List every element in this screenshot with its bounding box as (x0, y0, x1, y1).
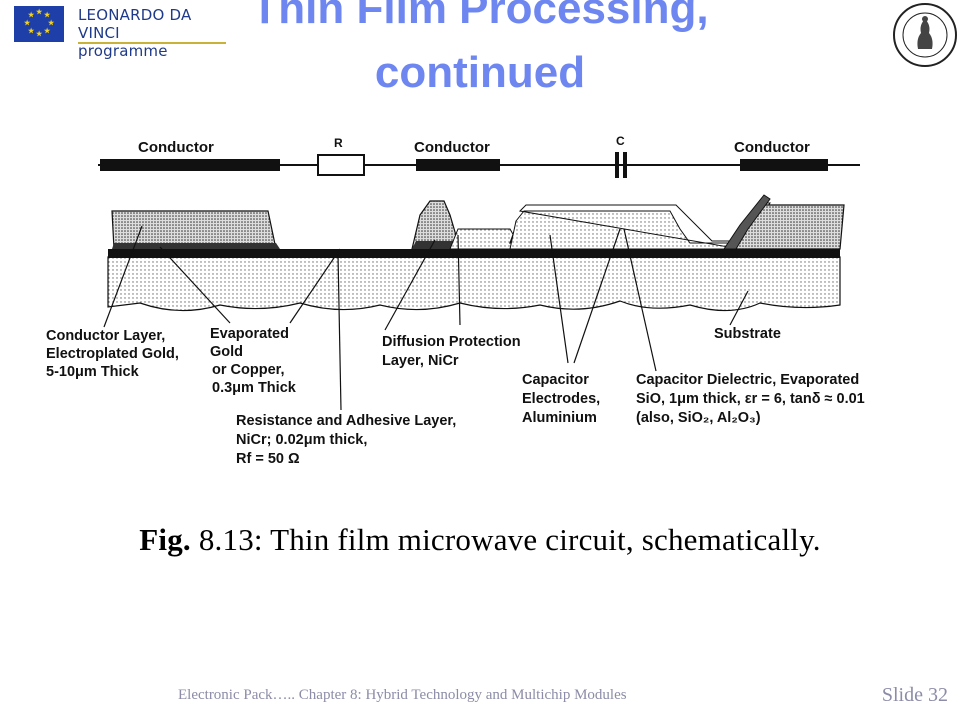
callout-evaporated-1: Evaporated (210, 326, 289, 342)
callout-resistance-2: NiCr; 0.02μm thick, (236, 432, 367, 448)
callout-cap-electrodes-1: Capacitor (522, 372, 589, 388)
callout-evaporated-2: Gold (210, 344, 243, 360)
resistor-symbol (317, 154, 365, 176)
svg-text:★: ★ (24, 19, 31, 27)
left-evaporated-layer (112, 243, 280, 249)
conductor-label-right: Conductor (734, 139, 810, 156)
eu-flag-icon: ★ ★ ★ ★ ★ ★ ★ ★ (14, 6, 64, 42)
callout-cap-dielectric-2: SiO, 1μm thick, εr = 6, tanδ ≈ 0.01 (636, 391, 865, 407)
figure-caption: Fig. 8.13: Thin film microwave circuit, … (0, 522, 960, 558)
slide-number: Slide 32 (881, 684, 948, 706)
svg-text:★: ★ (48, 19, 55, 27)
svg-text:★: ★ (28, 11, 35, 19)
logo-line1: LEONARDO DA VINCI (78, 6, 192, 42)
conductor-label-middle: Conductor (414, 139, 490, 156)
circuit-schematic: Conductor R Conductor C Conductor (98, 134, 860, 178)
substrate (107, 256, 841, 312)
callout-diffusion-1: Diffusion Protection (382, 334, 521, 350)
caption-prefix: Fig. (139, 522, 191, 557)
thin-film-diagram: Conductor R Conductor C Conductor (46, 134, 865, 467)
svg-text:★: ★ (36, 8, 43, 16)
callouts: Conductor Layer, Electroplated Gold, 5-1… (46, 326, 865, 467)
slide-title-line2: continued (374, 48, 586, 97)
callout-conductor-layer-2: Electroplated Gold, (46, 346, 179, 362)
callout-cap-dielectric-3: (also, SiO₂, Al₂O₃) (636, 410, 761, 426)
callout-cap-electrodes-2: Electrodes, (522, 391, 600, 407)
logo-line2: programme (78, 42, 168, 60)
callout-conductor-layer-1: Conductor Layer, (46, 328, 165, 344)
university-seal-icon (893, 3, 957, 67)
callout-evaporated-4: 0.3μm Thick (212, 380, 297, 396)
caption-text: 8.13: Thin film microwave circuit, schem… (190, 522, 821, 557)
svg-text:★: ★ (44, 11, 51, 19)
base-layer (108, 249, 840, 258)
leader-lines (103, 225, 749, 411)
capacitor-plate-left (615, 152, 619, 178)
slide-title-line1: Thin Film Processing, (251, 0, 709, 33)
cross-section (107, 194, 845, 312)
svg-text:★: ★ (28, 27, 35, 35)
resistor-label: R (334, 136, 343, 150)
svg-text:★: ★ (44, 27, 51, 35)
conductor-label-left: Conductor (138, 139, 214, 156)
footer-text: Electronic Pack….. Chapter 8: Hybrid Tec… (178, 687, 627, 703)
conductor-bar-right (740, 159, 828, 171)
callout-resistance-1: Resistance and Adhesive Layer, (236, 413, 456, 429)
callout-evaporated-3: or Copper, (212, 362, 285, 378)
callout-diffusion-2: Layer, NiCr (382, 353, 459, 369)
callout-cap-electrodes-3: Aluminium (522, 410, 597, 426)
leonardo-logo: ★ ★ ★ ★ ★ ★ ★ ★ LEONARDO DA VINCI progra… (14, 4, 226, 60)
capacitor-label: C (616, 134, 625, 148)
conductor-bar-middle (416, 159, 500, 171)
capacitor-plate-right (623, 152, 627, 178)
logo-underline (78, 42, 226, 44)
conductor-bar-left (100, 159, 280, 171)
callout-conductor-layer-3: 5-10μm Thick (46, 364, 140, 380)
svg-text:★: ★ (36, 30, 43, 38)
callout-resistance-3: Rf = 50 Ω (236, 451, 300, 467)
callout-cap-dielectric-1: Capacitor Dielectric, Evaporated (636, 372, 859, 388)
callout-substrate: Substrate (714, 326, 781, 342)
